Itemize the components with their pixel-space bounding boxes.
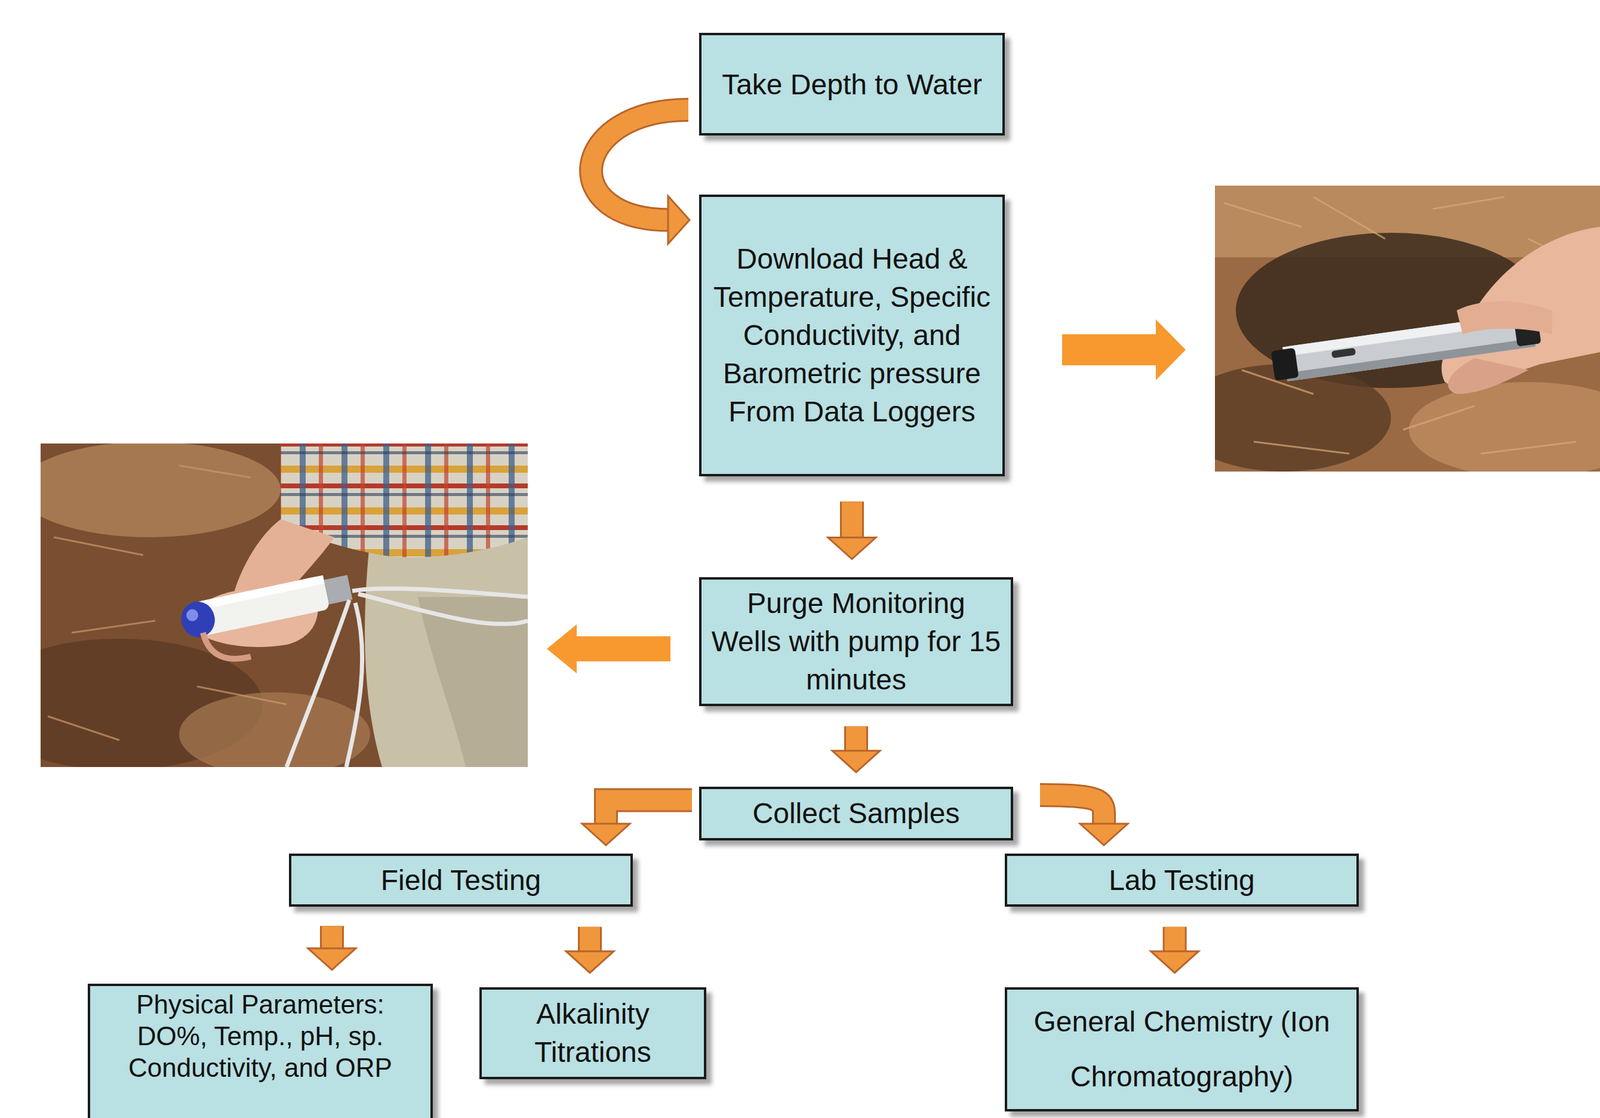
- process-box: General Chemistry (Ion Chromatography): [1004, 987, 1359, 1112]
- arrow-shaft: [1040, 795, 1104, 826]
- flow-arrow: [1040, 795, 1128, 846]
- pointer-arrow: [546, 624, 671, 674]
- arrow-shaft: [321, 925, 343, 950]
- arrow-head: [1151, 951, 1199, 974]
- box-label: Collect Samples: [752, 794, 960, 833]
- box-label: Alkalinity Titrations: [491, 995, 695, 1072]
- flow-arrow: [828, 501, 876, 559]
- arrow-head: [1080, 823, 1128, 846]
- process-box: Download Head & Temperature, Specific Co…: [699, 194, 1005, 477]
- process-box: Field Testing: [288, 853, 633, 907]
- arrow-shaft-outline: [840, 501, 864, 539]
- arrow-shaft: [579, 927, 600, 953]
- arrow-shaft-outline: [577, 927, 602, 953]
- arrow-head: [668, 195, 690, 244]
- flow-arrow: [565, 927, 614, 974]
- arrow-shaft: [1164, 927, 1186, 953]
- flow-arrow: [1151, 927, 1199, 974]
- box-label: Field Testing: [380, 861, 542, 900]
- arrow-shaft-outline: [605, 800, 692, 826]
- arrow-shaft-outline: [1040, 795, 1104, 826]
- box-label: Lab Testing: [1108, 861, 1255, 900]
- box-label: Take Depth to Water: [721, 61, 983, 108]
- box-label: Download Head & Temperature, Specific Co…: [711, 240, 993, 432]
- flow-arrow: [591, 109, 690, 244]
- photo-data-logger: [1214, 185, 1600, 472]
- arrow-shaft: [845, 726, 867, 753]
- box-label: Purge Monitoring Wells with pump for 15 …: [711, 584, 1002, 700]
- flow-arrow: [832, 726, 880, 773]
- box-label: General Chemistry (Ion Chromatography): [1026, 994, 1338, 1105]
- arrow-head: [828, 537, 876, 560]
- flow-arrow: [582, 800, 692, 846]
- arrow-shaft-outline: [1162, 927, 1187, 953]
- arrow-head: [582, 823, 630, 846]
- process-box: Take Depth to Water: [699, 32, 1005, 136]
- process-box: Alkalinity Titrations: [479, 987, 707, 1080]
- arrow-head: [832, 751, 880, 773]
- arrow-shaft: [841, 501, 863, 539]
- process-box: Purge Monitoring Wells with pump for 15 …: [699, 577, 1014, 707]
- pointer-arrow: [1062, 319, 1186, 381]
- arrow-shaft-outline: [844, 726, 869, 753]
- arrow-head: [565, 951, 614, 974]
- arrow-shaft-outline: [320, 925, 344, 950]
- process-box: Collect Samples: [699, 786, 1014, 841]
- photo-pump: [40, 443, 528, 768]
- process-box: Lab Testing: [1004, 853, 1359, 907]
- box-label: Physical Parameters: DO%, Temp., pH, sp.…: [99, 988, 421, 1084]
- arrow-head: [308, 948, 356, 971]
- process-box: Physical Parameters: DO%, Temp., pH, sp.…: [87, 983, 433, 1118]
- arrow-shaft: [605, 800, 692, 826]
- flow-arrow: [308, 925, 356, 971]
